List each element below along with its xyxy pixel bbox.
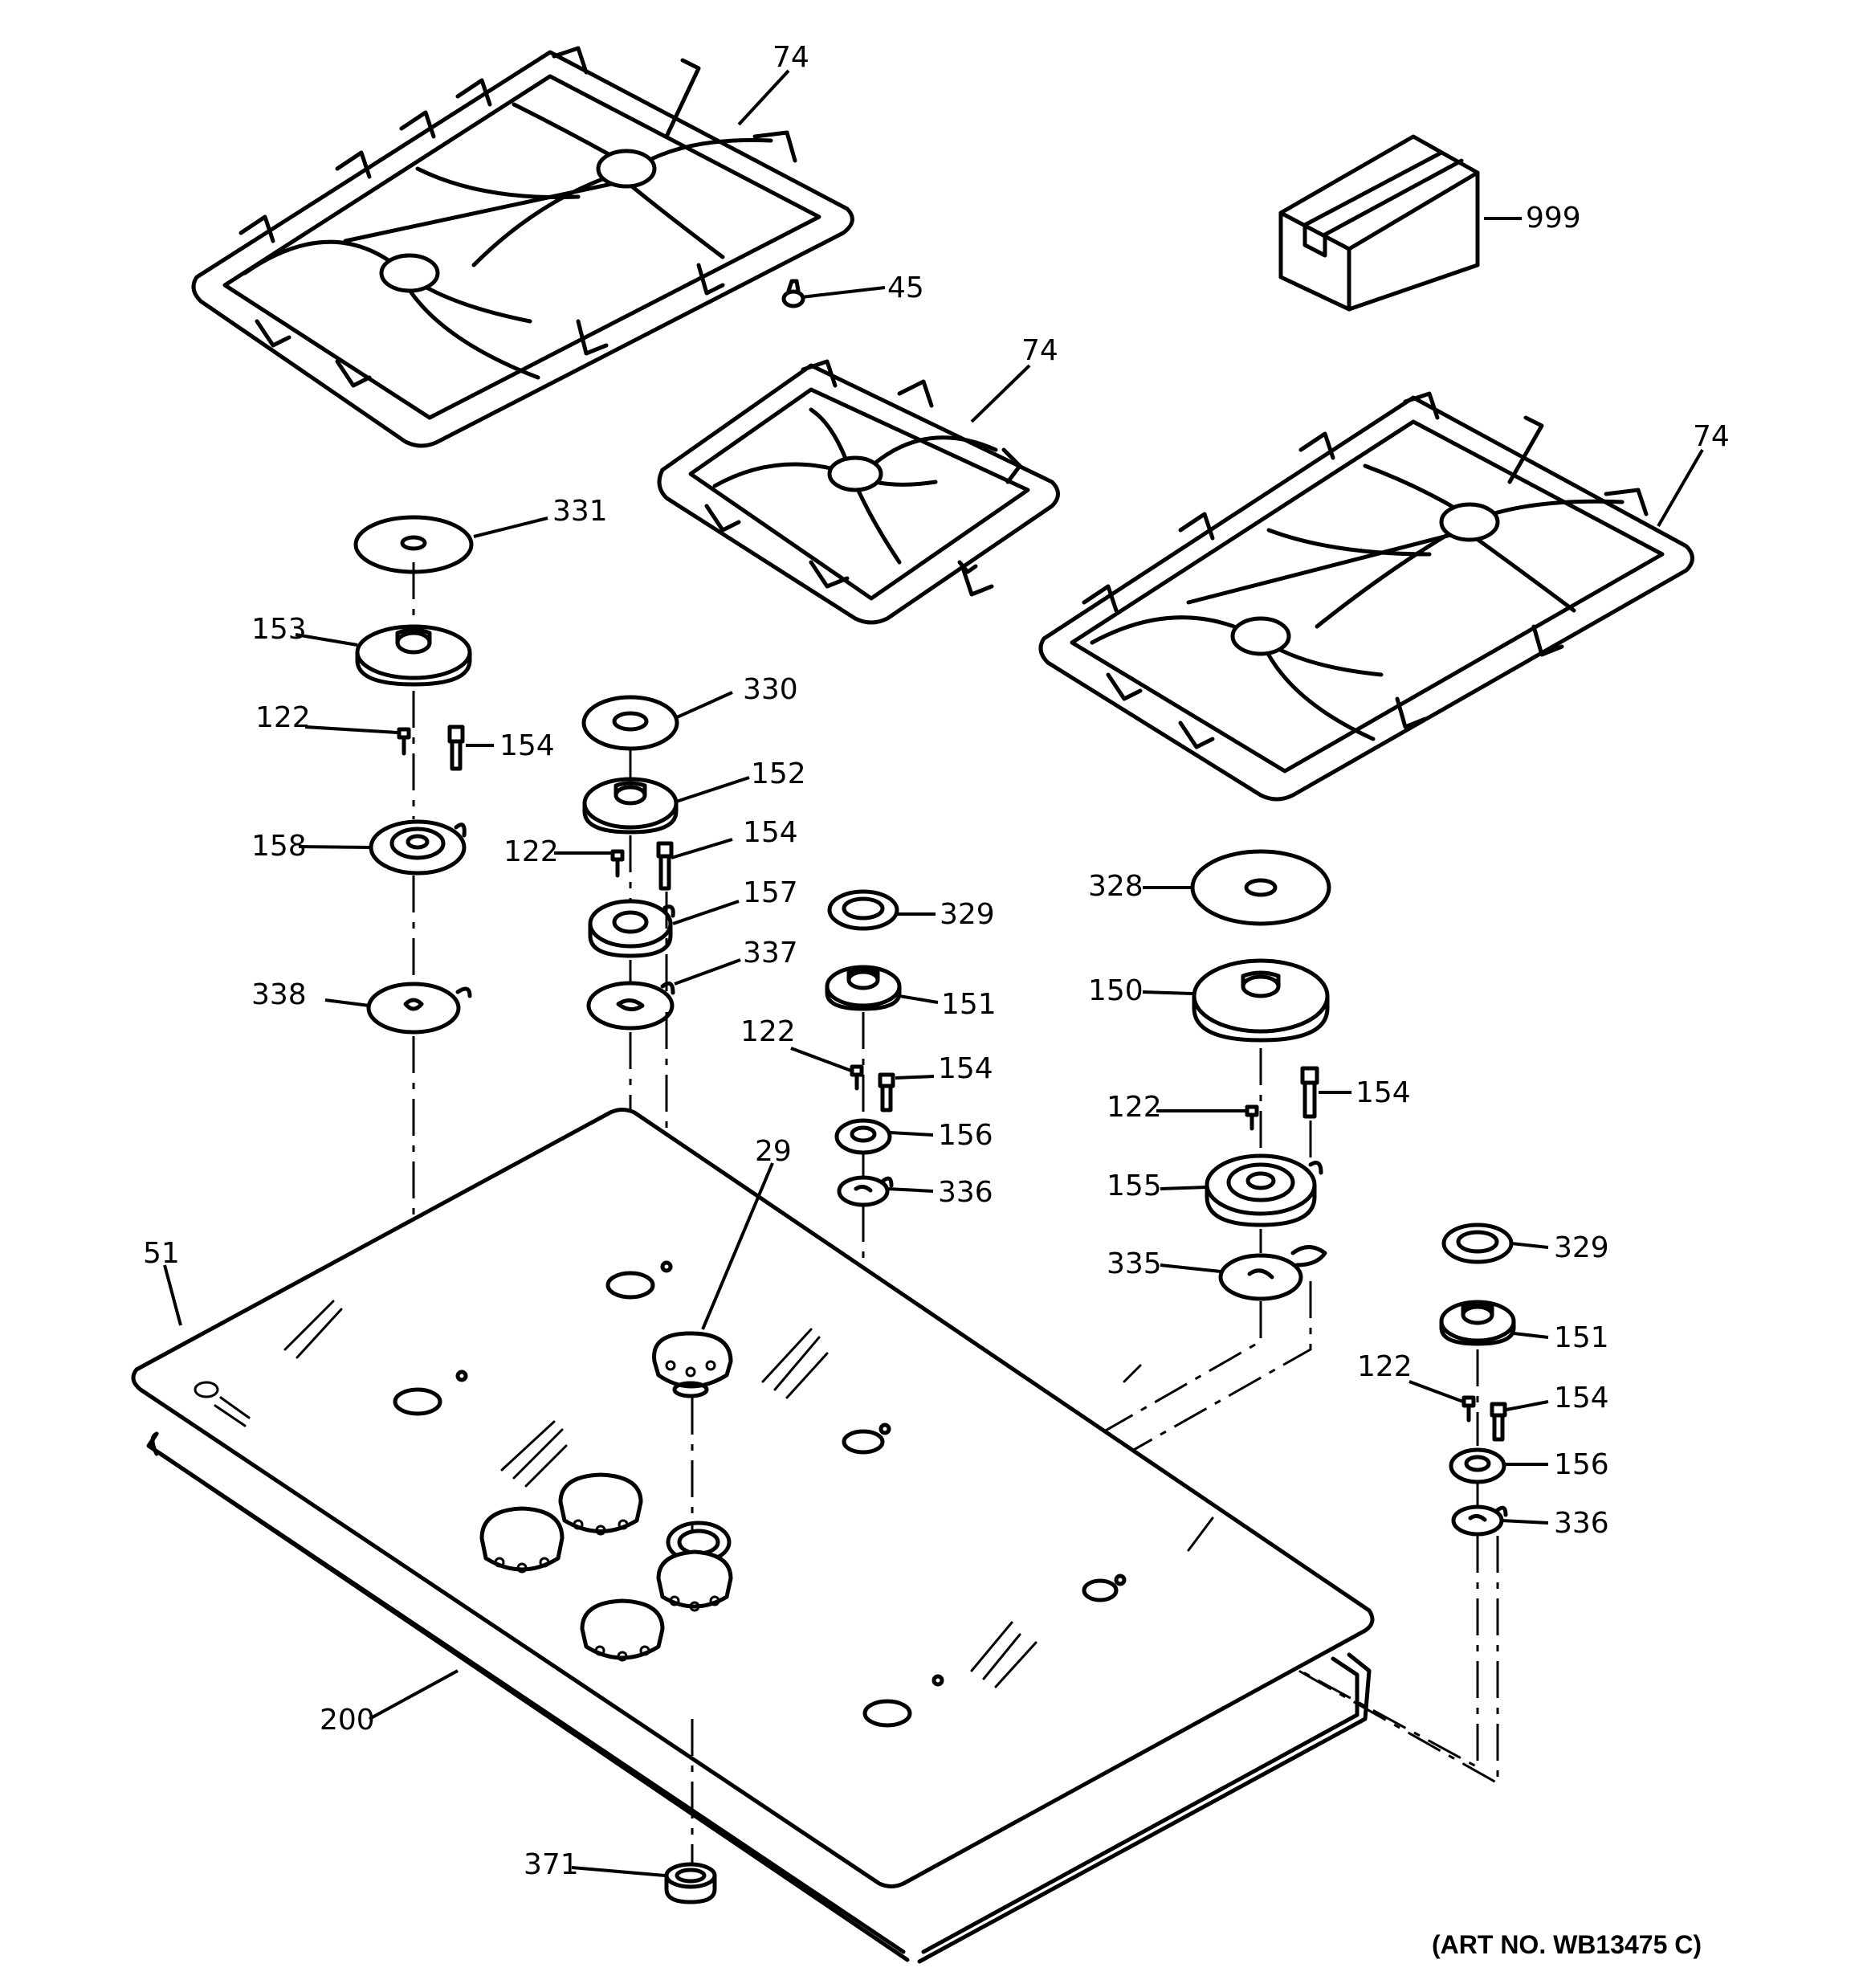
burner-plate-338 — [366, 982, 472, 1035]
burner-cap-330 — [581, 695, 679, 751]
callout-electrode-154-b: 154 — [743, 816, 798, 849]
callout-plate-336-a: 336 — [938, 1176, 993, 1209]
callout-head-153: 153 — [251, 613, 307, 646]
callout-head-151-a: 151 — [941, 988, 997, 1021]
gasket — [146, 1431, 1372, 1964]
callout-base-158: 158 — [251, 830, 307, 863]
electrode-154-d — [1300, 1066, 1319, 1119]
burner-head-153 — [355, 624, 472, 687]
callout-electrode-154-c: 154 — [938, 1052, 993, 1085]
burner-plate-336-b — [1451, 1504, 1508, 1537]
callout-gasket: 200 — [320, 1704, 375, 1737]
callout-cap-329-b: 329 — [1554, 1231, 1609, 1264]
callout-base-155: 155 — [1107, 1170, 1162, 1202]
callout-grate-foot: 45 — [887, 271, 924, 304]
callout-plate-336-b: 336 — [1554, 1507, 1609, 1540]
callout-screw-122-d: 122 — [1107, 1091, 1162, 1124]
callout-screw-122-c: 122 — [740, 1015, 796, 1048]
callout-plate-338: 338 — [251, 978, 307, 1011]
burner-plate-337 — [586, 981, 675, 1031]
grommet — [664, 1862, 717, 1904]
callout-cap-330: 330 — [743, 673, 798, 706]
callout-labels: 74 45 999 74 74 331 153 122 154 158 338 … — [143, 41, 1730, 1959]
callout-grate-right: 74 — [1693, 420, 1730, 453]
callout-screw-122-e: 122 — [1357, 1350, 1413, 1383]
burner-plate-336-a — [837, 1175, 894, 1207]
burner-cap-331 — [353, 515, 474, 574]
knob-loose — [652, 1331, 733, 1398]
grate-foot — [781, 279, 805, 308]
electrode-154-e — [1490, 1402, 1507, 1442]
grate-right — [1038, 391, 1694, 802]
callout-cap-329-a: 329 — [940, 898, 995, 931]
callout-cap-328: 328 — [1088, 870, 1143, 903]
callout-head-150: 150 — [1088, 974, 1143, 1007]
callout-electrode-154-d: 154 — [1355, 1076, 1411, 1109]
burner-cap-329-a — [827, 889, 899, 931]
grate-center — [657, 359, 1060, 625]
callout-grate-left: 74 — [773, 41, 809, 74]
callout-electrode-154-a: 154 — [499, 729, 555, 762]
screw-122-c — [850, 1064, 864, 1091]
burner-head-152 — [582, 777, 679, 835]
burner-head-151-b — [1439, 1300, 1516, 1346]
callout-grate-center: 74 — [1021, 334, 1058, 367]
art-number: (ART NO. WB13475 C) — [1432, 1930, 1702, 1959]
knob-1 — [479, 1506, 565, 1574]
glass-cooktop — [131, 1108, 1375, 1888]
screw-122-b — [610, 849, 625, 878]
callout-base-157: 157 — [743, 876, 798, 909]
callout-plate-335: 335 — [1107, 1247, 1162, 1280]
burner-head-150 — [1192, 958, 1330, 1043]
burner-base-155 — [1205, 1153, 1323, 1227]
callout-screw-122-a: 122 — [255, 701, 311, 734]
callout-knob: 29 — [755, 1135, 792, 1168]
electrode-154-b — [656, 841, 674, 891]
knob-2 — [558, 1472, 643, 1536]
burner-base-156-a — [834, 1118, 892, 1155]
callout-electrode-154-e: 154 — [1554, 1382, 1609, 1414]
callout-plate-337: 337 — [743, 937, 798, 970]
burner-head-151-a — [825, 965, 902, 1011]
knob-3 — [580, 1598, 665, 1662]
callout-base-156-b: 156 — [1554, 1448, 1609, 1481]
callout-head-151-b: 151 — [1554, 1321, 1609, 1354]
electrode-154-a — [447, 725, 465, 771]
callout-base-156-a: 156 — [938, 1119, 993, 1152]
knob-4 — [656, 1549, 733, 1612]
literature-kit-box — [1278, 134, 1480, 312]
burner-cap-328 — [1190, 849, 1331, 926]
burner-base-158 — [369, 819, 467, 876]
burner-cap-329-b — [1441, 1223, 1514, 1264]
burner-base-156-b — [1449, 1447, 1506, 1484]
callout-head-152: 152 — [751, 757, 806, 790]
callout-glass-top: 51 — [143, 1237, 180, 1270]
callout-grommet: 371 — [524, 1848, 579, 1881]
callout-screw-122-b: 122 — [503, 835, 559, 868]
callout-literature-kit: 999 — [1526, 202, 1581, 235]
burner-base-157 — [588, 899, 675, 958]
electrode-154-c — [878, 1072, 895, 1112]
screw-122-e — [1461, 1395, 1476, 1423]
grate-left — [191, 46, 854, 448]
screw-122-a — [397, 727, 411, 756]
screw-122-d — [1245, 1104, 1259, 1131]
leader-lines — [163, 69, 1704, 1877]
burner-plate-335 — [1218, 1245, 1327, 1301]
callout-cap-331: 331 — [552, 495, 608, 528]
